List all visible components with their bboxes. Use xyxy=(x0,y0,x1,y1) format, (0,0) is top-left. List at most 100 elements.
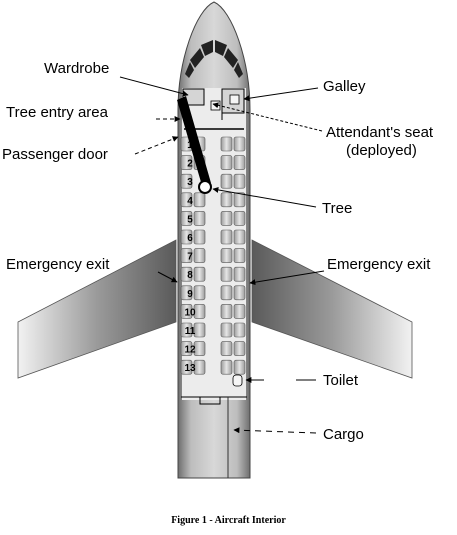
attendants-seat-label: Attendant's seat xyxy=(326,124,434,141)
seat xyxy=(193,341,206,356)
seat xyxy=(220,155,233,170)
emergency-exit-right-leader xyxy=(249,270,325,286)
seat xyxy=(233,304,246,319)
seat xyxy=(180,192,193,208)
toilet-fixture xyxy=(232,374,243,387)
seat xyxy=(193,211,206,226)
seat-row-8: 8 xyxy=(180,266,246,282)
seat xyxy=(193,248,206,263)
seat xyxy=(233,248,246,263)
toilet-label: Toilet xyxy=(323,372,359,389)
seat-row-12: 12 xyxy=(180,341,246,356)
seat-row-3: 3 xyxy=(180,173,246,189)
row-number: 4 xyxy=(187,196,193,207)
seat xyxy=(220,341,233,356)
seat xyxy=(193,304,206,319)
seat xyxy=(220,192,233,208)
row-number: 11 xyxy=(185,326,196,337)
seat-row-11: 11 xyxy=(180,322,246,338)
tree-bar xyxy=(177,96,211,189)
seat-row-7: 7 xyxy=(180,248,246,263)
cargo-leader xyxy=(233,427,317,434)
seat-row-5: 5 xyxy=(180,211,246,226)
left-wing xyxy=(17,239,177,379)
seat xyxy=(220,304,233,319)
seat xyxy=(193,192,206,208)
passenger-door-leader xyxy=(134,136,179,155)
seat-row-6: 6 xyxy=(180,229,246,245)
seat xyxy=(233,155,246,170)
seat xyxy=(193,359,206,375)
seat xyxy=(180,322,193,338)
seat xyxy=(220,248,233,263)
row-number: 12 xyxy=(184,345,196,356)
row-number: 7 xyxy=(187,252,193,263)
row-number: 13 xyxy=(184,363,196,374)
galley-label: Galley xyxy=(323,78,366,95)
seat xyxy=(233,285,246,301)
seat-row-9: 9 xyxy=(180,285,246,301)
emergency-exit-right-label: Emergency exit xyxy=(327,256,431,273)
aft-galley-notch xyxy=(199,397,221,405)
seat xyxy=(180,155,193,170)
tree-leader xyxy=(212,186,317,208)
wardrobe-leader xyxy=(119,76,189,97)
seat xyxy=(180,304,193,319)
seat xyxy=(193,322,206,338)
seat xyxy=(233,322,246,338)
figure-caption: Figure 1 - Aircraft Interior xyxy=(171,515,286,526)
attendants-seat-sublabel: (deployed) xyxy=(346,142,417,159)
seat xyxy=(233,229,246,245)
seat-row-4: 4 xyxy=(180,192,246,208)
tree-label: Tree xyxy=(322,200,353,217)
seat xyxy=(193,229,206,245)
seat-row-10: 10 xyxy=(180,304,246,319)
attendant-leader xyxy=(212,102,323,132)
seat xyxy=(193,285,206,301)
galley-unit xyxy=(229,94,240,105)
row-number: 9 xyxy=(187,289,193,300)
row-number: 5 xyxy=(187,214,193,225)
seat-row-13: 13 xyxy=(180,359,246,375)
seat xyxy=(180,285,193,301)
seat xyxy=(220,359,233,375)
galley-leader xyxy=(243,87,319,102)
seat xyxy=(180,211,193,226)
right-wing xyxy=(251,239,413,379)
seat xyxy=(233,192,246,208)
row-number: 3 xyxy=(187,177,193,188)
seat xyxy=(233,136,246,152)
seat xyxy=(220,211,233,226)
seat xyxy=(220,322,233,338)
seat xyxy=(220,229,233,245)
passenger-door-label: Passenger door xyxy=(2,146,108,163)
row-number: 8 xyxy=(187,270,193,281)
row-number: 2 xyxy=(187,159,193,170)
seat xyxy=(233,341,246,356)
row-number: 6 xyxy=(187,233,193,244)
seat xyxy=(233,211,246,226)
seat xyxy=(220,173,233,189)
seat xyxy=(193,266,206,282)
wardrobe-label: Wardrobe xyxy=(44,60,110,77)
row-number: 10 xyxy=(184,307,196,318)
seat xyxy=(180,229,193,245)
seat xyxy=(180,359,193,375)
leader-lines xyxy=(119,76,325,434)
seat xyxy=(180,248,193,263)
seat xyxy=(180,341,193,356)
seat xyxy=(220,285,233,301)
tree-entry-area-label: Tree entry area xyxy=(6,104,108,121)
seat xyxy=(233,173,246,189)
emergency-exit-left-label: Emergency exit xyxy=(6,256,110,273)
seat xyxy=(220,136,233,152)
cockpit-windows xyxy=(185,40,243,78)
seat xyxy=(220,266,233,282)
tree-end xyxy=(198,180,212,194)
row-number: 1 xyxy=(187,140,193,151)
seat xyxy=(233,266,246,282)
seat xyxy=(180,266,193,282)
